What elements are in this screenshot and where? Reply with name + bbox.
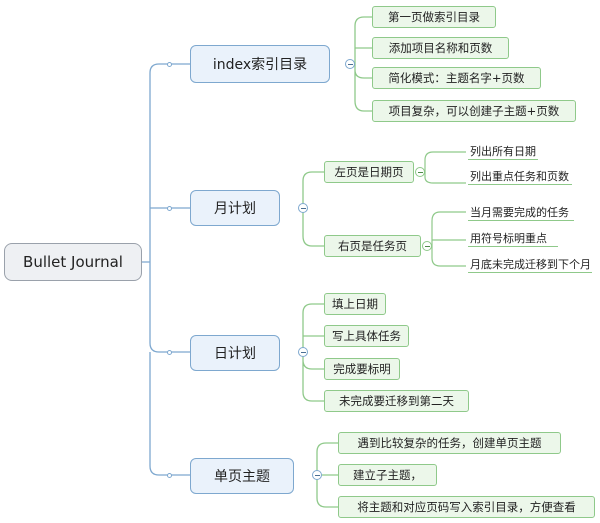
collapse-toggle-icon[interactable] [415, 167, 425, 177]
connector-day-branch [302, 303, 324, 402]
branch-day-plan[interactable]: 日计划 [190, 335, 280, 371]
connector-month-branch [302, 171, 324, 247]
right-page-item-1[interactable]: 当月需要完成的任务 [468, 203, 574, 221]
connector-root-branches [142, 63, 190, 476]
branch-single-label: 单页主题 [214, 469, 270, 485]
day-item-1[interactable]: 填上日期 [324, 293, 386, 315]
branch-index-label: index索引目录 [212, 57, 308, 73]
single-page-item-2[interactable]: 建立子主题， [338, 464, 437, 486]
index-item-4[interactable]: 项目复杂，可以创建子主题+页数 [372, 100, 576, 122]
month-left-page[interactable]: 左页是日期页 [324, 161, 414, 183]
branch-day-label: 日计划 [214, 346, 256, 362]
month-right-page[interactable]: 右页是任务页 [324, 235, 421, 257]
index-item-2[interactable]: 添加项目名称和页数 [372, 37, 509, 59]
day-item-3[interactable]: 完成要标明 [324, 358, 400, 380]
right-page-item-2[interactable]: 用符号标明重点 [468, 229, 558, 247]
branch-index[interactable]: index索引目录 [190, 45, 330, 83]
day-item-4[interactable]: 未完成要迁移到第二天 [324, 390, 469, 412]
branch-dot [167, 350, 172, 355]
index-item-3[interactable]: 简化模式：主题名字+页数 [372, 67, 541, 89]
collapse-toggle-icon[interactable] [312, 470, 322, 480]
right-page-item-3[interactable]: 月底未完成迁移到下个月 [468, 255, 592, 273]
collapse-toggle-icon[interactable] [298, 347, 308, 357]
left-page-item-2[interactable]: 列出重点任务和页数 [468, 167, 572, 185]
root-label: Bullet Journal [23, 253, 123, 271]
branch-dot [167, 206, 172, 211]
day-item-2[interactable]: 写上具体任务 [324, 325, 409, 347]
branch-dot [167, 62, 172, 67]
root-node[interactable]: Bullet Journal [4, 243, 142, 281]
connector-right-page [431, 211, 466, 267]
collapse-toggle-icon[interactable] [345, 59, 355, 69]
connector-index-branch [354, 16, 372, 112]
collapse-toggle-icon[interactable] [298, 203, 308, 213]
branch-month-plan[interactable]: 月计划 [190, 190, 280, 226]
connector-left-page [424, 151, 466, 184]
single-page-item-1[interactable]: 遇到比较复杂的任务，创建单页主题 [338, 432, 561, 454]
branch-single-page-topic[interactable]: 单页主题 [190, 458, 294, 494]
branch-month-label: 月计划 [214, 201, 256, 217]
single-page-item-3[interactable]: 将主题和对应页码写入索引目录，方便查看 [338, 496, 595, 518]
branch-dot [167, 473, 172, 478]
collapse-toggle-icon[interactable] [422, 241, 432, 251]
index-item-1[interactable]: 第一页做索引目录 [372, 6, 496, 28]
left-page-item-1[interactable]: 列出所有日期 [468, 142, 538, 160]
